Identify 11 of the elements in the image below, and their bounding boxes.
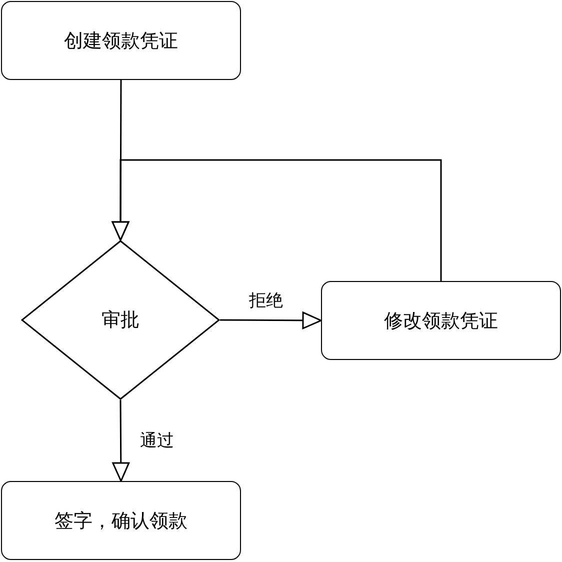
node-label: 审批	[102, 308, 140, 333]
process-box	[321, 281, 561, 360]
arrow	[112, 159, 442, 281]
decision-diamond	[21, 240, 220, 400]
node-label: 修改领款凭证	[384, 308, 498, 334]
arrow	[220, 312, 322, 330]
node-label: 创建领款凭证	[64, 28, 178, 54]
process-box	[1, 1, 241, 80]
node-label: 签字，确认领款	[54, 508, 188, 534]
arrow	[112, 400, 130, 482]
process-box	[1, 481, 241, 560]
